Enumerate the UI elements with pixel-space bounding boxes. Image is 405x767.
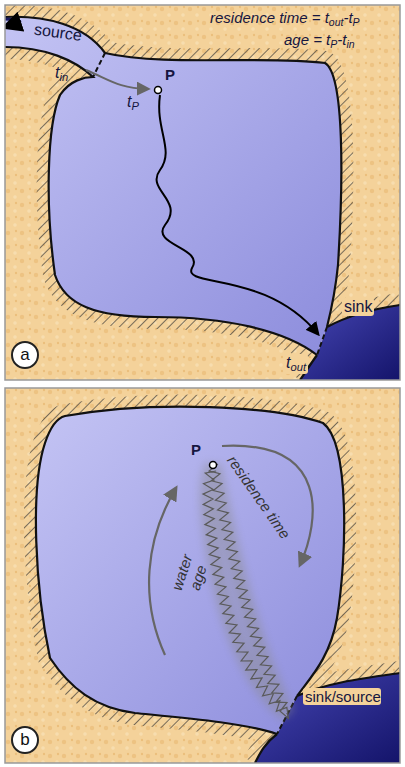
panel-letter-text: b xyxy=(20,731,29,748)
panel-letter: b xyxy=(11,726,39,754)
water-age-label: water age xyxy=(166,546,214,604)
shore-hatching xyxy=(5,17,400,380)
sink-label: sink xyxy=(342,298,374,316)
outflow-boundary xyxy=(317,327,327,355)
panel-letter: a xyxy=(11,341,39,369)
formula: residence time = tout-tP xyxy=(210,9,360,28)
point-label: P xyxy=(165,66,175,83)
time-label: tP xyxy=(127,93,139,113)
formula: age = tP-tin xyxy=(284,31,355,50)
travel-arrow xyxy=(86,70,148,89)
trajectory-squiggle-line xyxy=(203,464,288,718)
trajectory-squiggle xyxy=(203,464,288,718)
panel-frame xyxy=(5,388,400,763)
residence-time-label: residence time xyxy=(224,452,294,542)
trajectory-glow xyxy=(208,465,287,714)
sink-source-label: sink/source xyxy=(303,688,381,705)
water-body xyxy=(36,407,344,734)
time-label: tin xyxy=(55,64,68,84)
time-label: tout xyxy=(284,354,308,374)
point-p xyxy=(210,462,217,469)
sand-ground xyxy=(5,388,400,763)
shoreline xyxy=(5,17,400,380)
shoreline xyxy=(36,407,400,763)
point-label: P xyxy=(191,441,201,458)
panel-frame xyxy=(5,5,400,380)
channel-label: source xyxy=(33,21,83,46)
panel-b xyxy=(5,388,400,763)
panel-a xyxy=(5,5,400,380)
panel-letter-text: a xyxy=(20,346,29,363)
residence-arrow xyxy=(222,446,313,565)
sand-ground xyxy=(5,5,400,380)
water-body xyxy=(5,17,341,355)
particle-path xyxy=(157,95,318,334)
point-p xyxy=(155,87,162,94)
shore-hatching xyxy=(36,407,400,763)
inflow-arrow xyxy=(5,19,20,27)
